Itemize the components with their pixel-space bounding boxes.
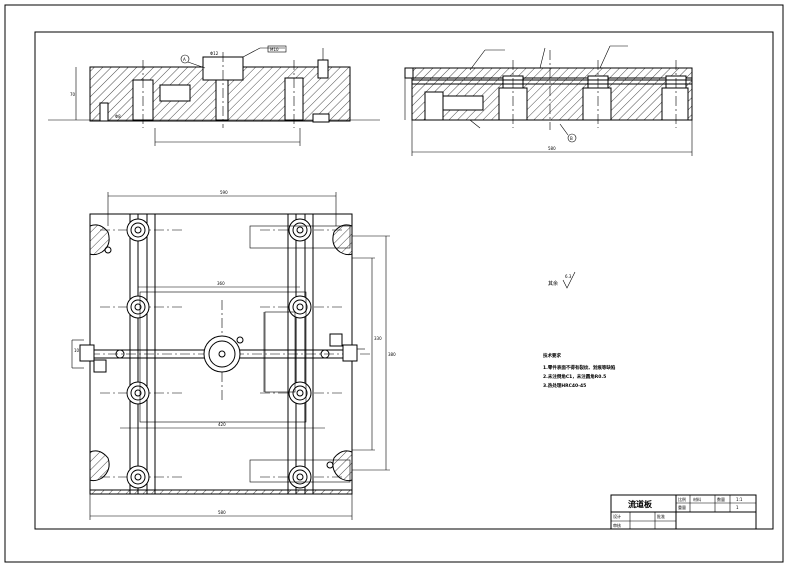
dim-left-plug: 10 [74, 348, 80, 353]
dim-right-h1: 330 [374, 336, 382, 341]
mark-m10: M10 [270, 47, 279, 52]
approve-label: 批准 [657, 513, 665, 519]
roughness-value: 6.3 [565, 274, 572, 279]
check-label: 审核 [613, 522, 621, 528]
nozzle-holes [126, 218, 312, 489]
mark-phi8: Φ8 [115, 114, 121, 119]
qty-value: 1 [736, 505, 739, 510]
dim-section-a-height: 70 [70, 92, 76, 97]
dim-inner-span: 420 [218, 422, 226, 427]
part-name: 流道板 [628, 499, 653, 509]
notes-line-1: 1.零件表面不得有裂纹、划痕等缺陷 [543, 364, 616, 371]
material-label: 材料 [693, 496, 701, 502]
notes-heading: 技术要求 [543, 352, 561, 359]
inner-border [34, 31, 774, 530]
scale-value: 1:1 [736, 497, 743, 502]
dim-top-width: 590 [220, 190, 228, 195]
dim-section-b-width: 580 [548, 146, 556, 151]
dim-mid-span: 360 [217, 281, 225, 286]
dim-right-h2: 380 [388, 352, 396, 357]
dim-bottom-width: 580 [218, 510, 226, 515]
callout-a-top: A [183, 57, 186, 62]
notes-line-2: 2.未注倒角C1，未注圆角R0.5 [543, 373, 606, 380]
weight-label: 重量 [678, 504, 686, 510]
title-block: 流道板 比例 材料 数量 1:1 重量 1 设计 审核 批准 [610, 494, 757, 530]
plan-view: 10 590 360 420 580 380 330 [71, 190, 396, 520]
technical-notes: 技术要求 1.零件表面不得有裂纹、划痕等缺陷 2.未注倒角C1，未注圆角R0.5… [543, 352, 616, 389]
qty-label: 数量 [717, 496, 725, 502]
outer-border [4, 4, 784, 563]
design-label: 设计 [613, 513, 621, 519]
mark-phi12: Φ12 [210, 51, 219, 56]
section-view-a: M10 A Φ12 Φ8 70 [48, 45, 380, 146]
callout-b-bottom: B [570, 136, 573, 141]
roughness-symbol: 其余 6.3 [548, 271, 576, 289]
notes-line-3: 3.热处理HRC40-45 [543, 382, 586, 389]
roughness-label: 其余 [548, 280, 558, 287]
section-view-b: B 580 [404, 45, 693, 156]
scale-label: 比例 [678, 496, 686, 502]
